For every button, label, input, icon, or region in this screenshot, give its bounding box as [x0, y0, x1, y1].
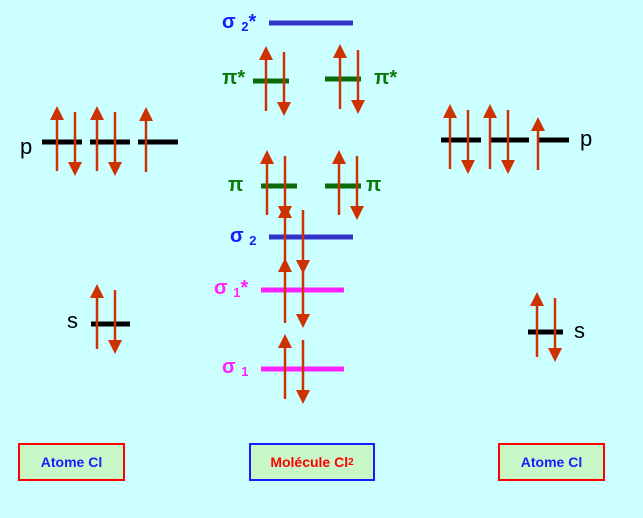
p-right-3-arrow-up [531, 117, 545, 170]
sigma1-subscript: 1 [241, 364, 249, 379]
sigma2-subscript: 2 [249, 233, 257, 248]
pi-star-right-label: π* [374, 67, 398, 89]
sigma1-star-arrow-up [278, 258, 292, 323]
p-left-1-arrow-down [68, 112, 82, 176]
p-left-2-arrow-down [108, 112, 122, 176]
sigma1-symbol: σ [222, 356, 236, 378]
molecule-box-subscript: 2 [348, 456, 354, 468]
s-right-arrow-down [548, 298, 562, 362]
sigma1-arrow-down [296, 340, 310, 404]
s-left-label: s [67, 308, 78, 333]
pi-right-label: π [366, 174, 382, 196]
sigma1-star-mark: * [240, 277, 249, 299]
pi-left-arrow-up [260, 150, 274, 215]
sigma2-star-mark: * [248, 11, 257, 33]
s-right-label: s [574, 318, 585, 343]
pi-right-arrow-down [350, 156, 364, 220]
pi-star-left-label: π* [222, 67, 246, 89]
pi-left-label: π [228, 174, 244, 196]
sigma1-arrow-up [278, 334, 292, 399]
p-left-label: p [20, 134, 33, 159]
p-right-1-arrow-up [443, 104, 457, 169]
p-left-3-arrow-up [139, 107, 153, 172]
pi-star-right-arrow-down [351, 50, 365, 114]
sigma2-star-symbol: σ [222, 11, 236, 33]
sigma2-symbol: σ [230, 225, 244, 247]
s-left-arrow-down [108, 290, 122, 354]
sigma1-star-label: σ 1* [214, 278, 248, 299]
sigma1-label: σ 1 [222, 357, 248, 378]
pi-star-left-arrow-up [259, 46, 273, 111]
sigma1-star-symbol: σ [214, 277, 228, 299]
molecule-box-label: Molécule Cl [270, 454, 349, 470]
sigma1-star-arrow-down [296, 264, 310, 328]
atom-left-box: Atome Cl [18, 443, 125, 481]
p-left-1-arrow-up [50, 106, 64, 171]
sigma2-star-label: σ 2* [222, 12, 256, 33]
sigma2-star-subscript: 2 [241, 19, 249, 34]
s-right-arrow-up [530, 292, 544, 357]
p-right-label: p [580, 126, 593, 151]
p-left-2-arrow-up [90, 106, 104, 171]
sigma2-label: σ 2 [230, 226, 256, 247]
p-right-2-arrow-up [483, 104, 497, 169]
p-right-1-arrow-down [461, 110, 475, 174]
pi-star-right-arrow-up [333, 44, 347, 109]
atom-right-box: Atome Cl [498, 443, 605, 481]
s-left-arrow-up [90, 284, 104, 349]
sigma1-star-subscript: 1 [233, 285, 241, 300]
pi-right-arrow-up [332, 150, 346, 215]
pi-star-left-arrow-down [277, 52, 291, 116]
p-right-2-arrow-down [501, 110, 515, 174]
